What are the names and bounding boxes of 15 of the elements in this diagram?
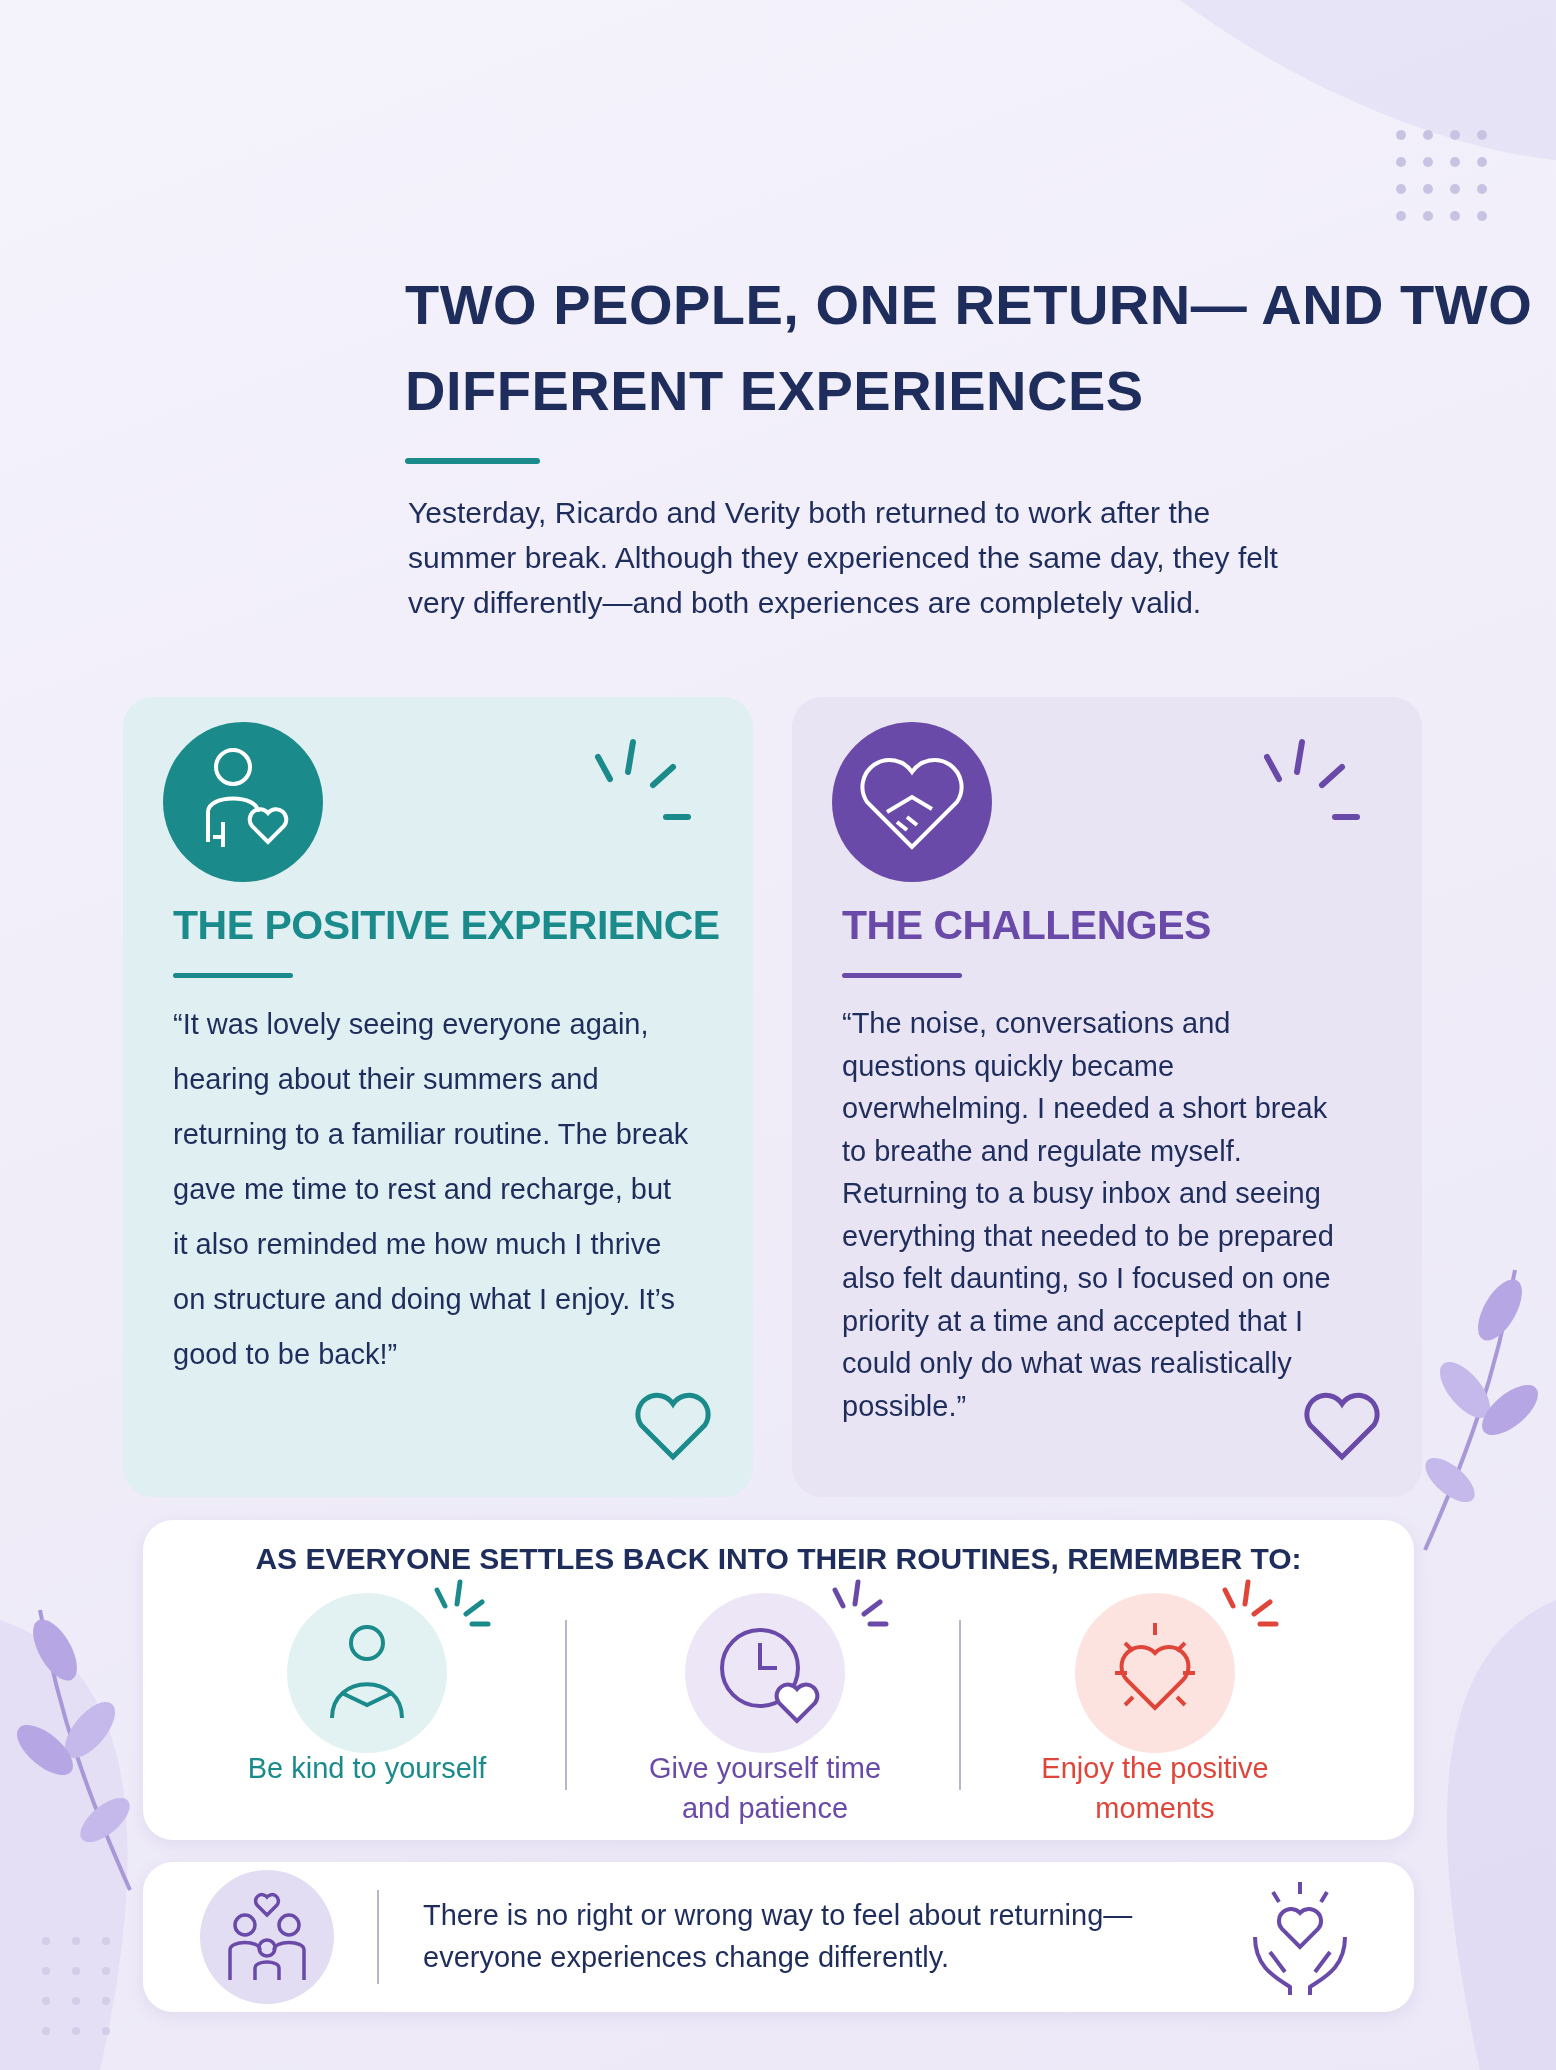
- card-heading: THE POSITIVE EXPERIENCE: [173, 902, 721, 949]
- quote-text: “It was lovely seeing everyone again, hearing about their summers and returning to a familiar routine. The break gave me time to rest and recharge, but it also reminded me how much I thrive on structure and doing what I enjoy. It’s good to be back!”: [173, 1007, 690, 1372]
- quote-card: [123, 697, 753, 1497]
- quote-text: “The noise, conversations and questions quickly became overwhelming. I needed a short break to breathe and regulate myself. Returning to a busy inbox and seeing everything that needed to be prepared also felt daunting, so I focused on one priority at a time and accepted that I could only do what was realistically possible.”: [842, 1006, 1335, 1424]
- message-banner: [143, 1862, 1414, 2012]
- intro-paragraph: Yesterday, Ricardo and Verity both returned to work after the summer break. Although they experienced the same day, they felt very differently—and both experiences are completely valid.: [408, 495, 1278, 621]
- reminder-text: Be kind to yourself: [232, 1748, 502, 1788]
- closing-message: There is no right or wrong way to feel about returning—everyone experiences change differently.: [423, 1898, 1134, 1975]
- reminder-panel: [143, 1520, 1414, 1840]
- title: TWO PEOPLE, ONE RETURN— AND TWO DIFFERENT EXPERIENCES: [405, 272, 1534, 424]
- reminder-text: Enjoy the positive moments: [1020, 1748, 1290, 1828]
- quote-card: [792, 697, 1422, 1497]
- card-heading: THE CHALLENGES: [842, 902, 1212, 949]
- reminder-text: Give yourself time and patience: [630, 1748, 900, 1828]
- panel-heading: AS EVERYONE SETTLES BACK INTO THEIR ROUTINES, REMEMBER TO:: [254, 1542, 1303, 1576]
